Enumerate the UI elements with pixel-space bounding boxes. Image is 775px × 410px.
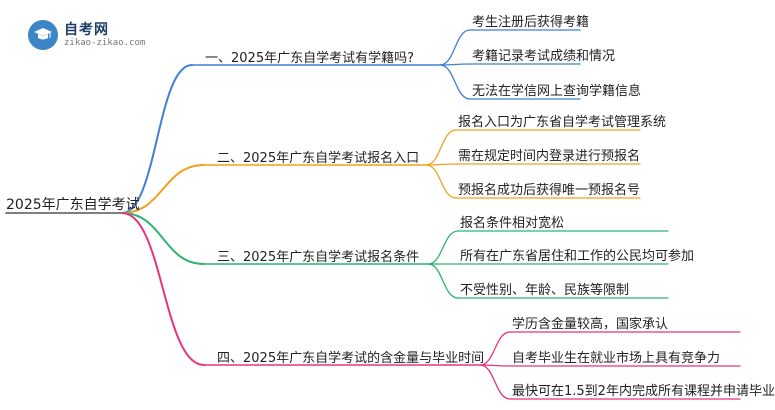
branch-3-label: 三、2025年广东自学考试报名条件	[217, 250, 420, 265]
branch-4-curve	[121, 212, 205, 366]
leaf-3-2: 所有在广东省居住和工作的公民均可参加	[460, 249, 695, 264]
site-logo[interactable]: 自考网 zikao-zikao.com	[28, 16, 178, 60]
leaf-2-2: 需在规定时间内登录进行预报名	[458, 149, 641, 164]
leaf-1-2: 考籍记录考试成绩和情况	[472, 49, 616, 64]
leaf-4-2: 自考毕业生在就业市场上具有竞争力	[512, 351, 721, 366]
mindmap-connectors	[5, 29, 741, 400]
logo-name: 自考网	[64, 22, 109, 38]
leaf-2-1-curve	[425, 129, 457, 166]
leaf-3-1: 报名条件相对宽松	[460, 216, 565, 231]
leaf-4-1-curve	[479, 331, 511, 366]
leaf-2-3-curve	[425, 164, 457, 199]
logo-url: zikao-zikao.com	[64, 38, 146, 48]
leaf-4-3-curve	[479, 364, 511, 400]
leaf-4-1: 学历含金量较高，国家承认	[512, 317, 669, 332]
branch-2-label: 二、2025年广东自学考试报名入口	[217, 151, 420, 166]
leaf-4-3: 最快可在1.5到2年内完成所有课程并申请毕业	[512, 384, 775, 399]
leaf-3-3-curve	[427, 263, 459, 299]
leaf-3-1-curve	[427, 230, 459, 265]
root-topic: 2025年广东自学考试	[6, 197, 140, 213]
branch-3-curve	[121, 212, 205, 265]
branch-1-curve	[121, 64, 193, 214]
graduation-cap-icon	[28, 20, 58, 50]
branch-2-curve	[121, 164, 205, 214]
branch-1-label: 一、2025年广东自学考试有学籍吗?	[205, 51, 414, 66]
leaf-1-3: 无法在学信网上查询学籍信息	[472, 84, 642, 99]
leaf-2-1: 报名入口为广东省自学考试管理系统	[458, 115, 667, 130]
leaf-2-3: 预报名成功后获得唯一预报名号	[458, 183, 641, 198]
leaf-1-3-curve	[439, 64, 471, 100]
branch-4-label: 四、2025年广东自学考试的含金量与毕业时间	[217, 351, 485, 366]
leaf-1-1: 考生注册后获得考籍	[472, 15, 590, 30]
leaf-1-1-curve	[439, 29, 471, 66]
leaf-3-3: 不受性别、年龄、民族等限制	[460, 283, 630, 298]
